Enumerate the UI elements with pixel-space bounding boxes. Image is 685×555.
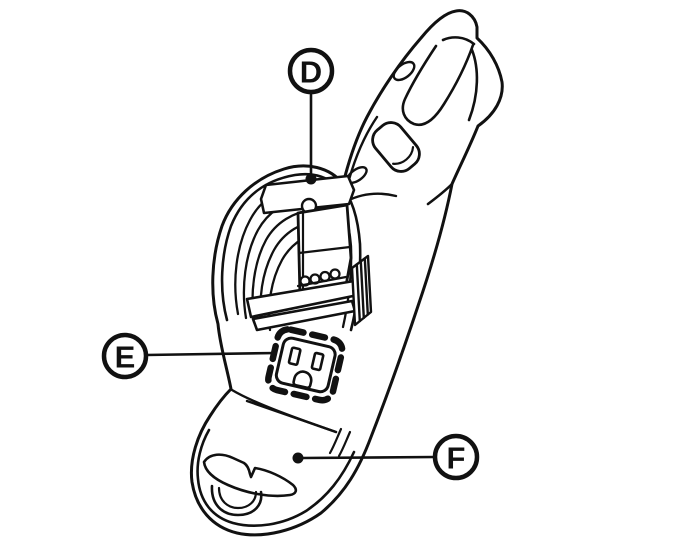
callout-d-dot — [305, 173, 317, 185]
callout-d-label: D — [300, 55, 322, 90]
lever-hole — [392, 60, 416, 82]
rim-slash-1 — [328, 427, 343, 455]
cover-inner-edge — [220, 172, 340, 322]
deck-seam-lower — [245, 399, 338, 434]
latch-button — [371, 121, 421, 173]
top-plate — [259, 174, 356, 215]
shell-inner-rim — [196, 428, 356, 527]
socket-group — [265, 326, 346, 404]
power-outlet-icon — [274, 336, 337, 394]
callout-f-dot — [292, 452, 304, 464]
callout-e-circle — [101, 332, 149, 380]
recess-arc-inner — [217, 486, 258, 510]
recess-arc-outer — [210, 484, 263, 517]
callouts: D E F — [101, 47, 480, 481]
outlet-slot-left — [287, 346, 302, 366]
lever-cap-line — [441, 36, 476, 46]
terminal-bumps — [296, 268, 348, 288]
latch-tab — [202, 453, 298, 498]
callout-f-label: F — [447, 441, 466, 476]
shoulder-hook — [426, 182, 454, 206]
callout-e: E — [101, 332, 278, 380]
callout-e-label: E — [115, 340, 136, 375]
callout-f: F — [292, 433, 480, 481]
rim-slash-2 — [337, 430, 352, 458]
outlet-slot-right — [310, 351, 325, 372]
block-mid-line — [297, 245, 352, 255]
callout-f-circle — [432, 433, 480, 481]
dashed-highlight-box — [265, 326, 346, 404]
callout-f-leader — [300, 455, 436, 460]
callout-e-leader — [145, 351, 278, 357]
callout-d-circle — [287, 47, 335, 95]
outlet-ground-hole — [292, 370, 313, 390]
callout-d: D — [287, 47, 335, 185]
device-drawing — [189, 9, 504, 537]
latch-lever — [401, 43, 475, 127]
vent-grille — [350, 254, 373, 327]
lever-back-edge — [467, 48, 479, 122]
